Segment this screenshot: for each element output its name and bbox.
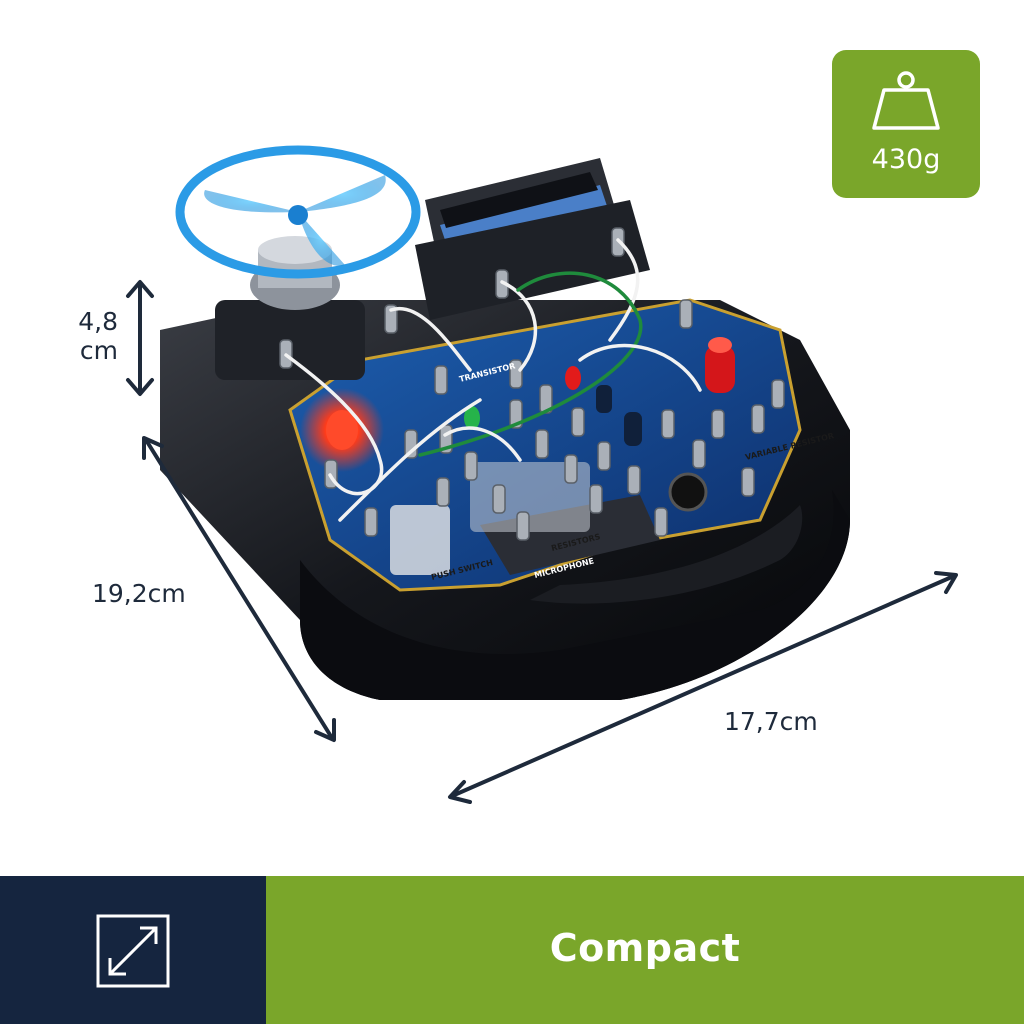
footer-banner: Compact [0,876,1024,1024]
footer-title-panel: Compact [266,876,1024,1024]
weight-icon [872,71,940,130]
dimension-arrows [126,280,958,804]
depth-arrow-icon [142,436,336,742]
height-dimension-label: 4,8 cm [58,307,118,366]
width-dimension-label: 17,7cm [724,707,818,736]
height-arrow-icon [126,280,154,396]
battery-holder [415,158,650,320]
circuit-board [288,298,802,592]
height-value: 4,8 cm [78,307,118,365]
weight-badge: 430g [832,50,980,198]
width-arrow-icon [448,571,958,804]
footer-icon-panel [0,876,266,1024]
spring-terminals [279,227,785,541]
resize-diagonal-icon [96,914,170,988]
wires [284,238,702,522]
electronics-kit-image: TRANSISTOR RESISTORS MICROPHONE PUSH SWI… [126,145,958,804]
depth-dimension-label: 19,2cm [92,579,186,608]
product-stage: TRANSISTOR RESISTORS MICROPHONE PUSH SWI… [58,50,980,804]
led-components [300,337,735,472]
footer-title: Compact [549,926,741,970]
weight-value: 430g [871,144,941,175]
